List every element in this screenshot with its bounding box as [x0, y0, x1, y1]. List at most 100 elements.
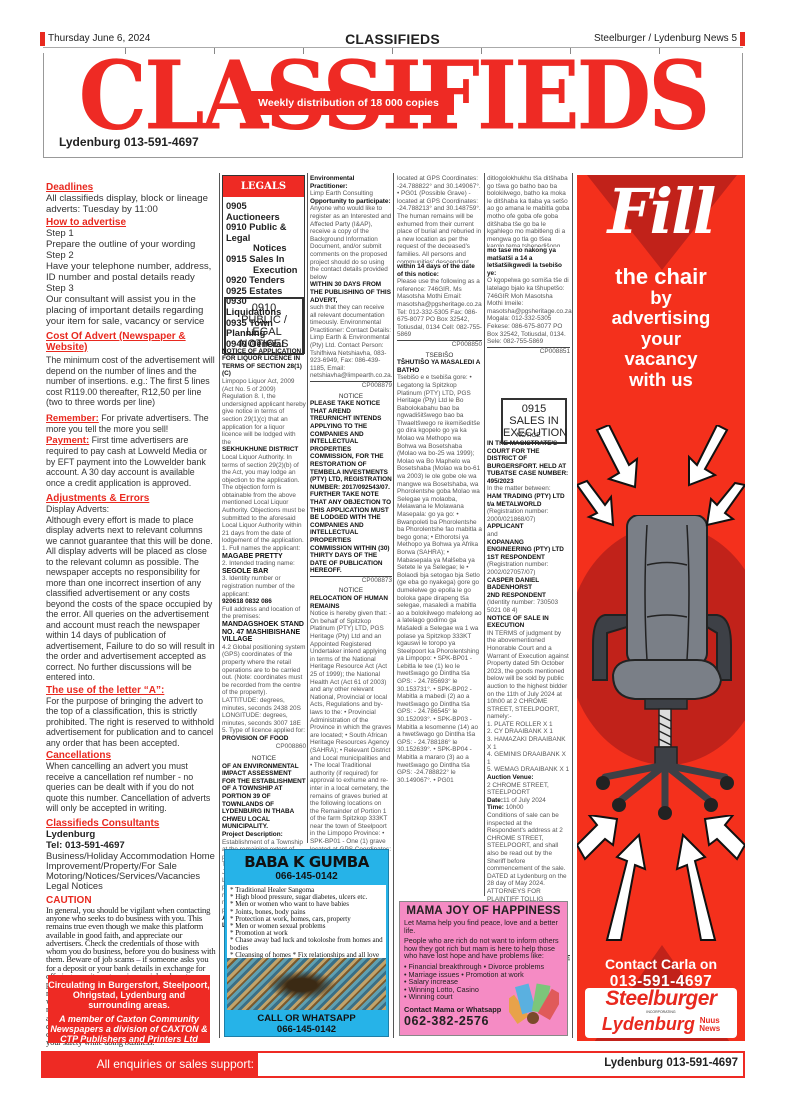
consultant-categories: Business/Holiday Accommodation Home Impr…	[46, 849, 215, 892]
step-2-label: Step 2	[46, 250, 74, 261]
call-to-action: CALL OR WHATSAPP	[257, 1013, 356, 1024]
slogan-line: your	[640, 327, 682, 349]
ad-contact: Contact Carla on 013-591-4697	[577, 955, 745, 991]
party-name: CASPER DANIEL BADENHORST	[487, 576, 540, 592]
field-label: 3. Identity number or registration numbe…	[222, 575, 295, 598]
notice-body: In the matter between:	[487, 485, 551, 493]
notice-body: Conditions of sale can be inspected at t…	[487, 812, 566, 873]
contact-label: Contact Carla on	[604, 956, 717, 972]
service-item: * Men or women who want to have babies	[230, 900, 349, 909]
step-1-text: Prepare the outline of your wording	[46, 239, 196, 250]
section-0910-box: 0910 PUBLIC / LEGAL NOTICES	[224, 297, 304, 355]
contact-label: Contact Mama or Whatsapp	[404, 1004, 502, 1014]
deadline-text: WITHIN 30 DAYS FROM THE PUBLISHING OF TH…	[310, 281, 391, 304]
field-label: Date:	[487, 796, 503, 804]
service-item: • Marriage issues • Promotion at work	[404, 969, 524, 979]
notice-heading: NOTICE	[251, 340, 277, 347]
service-item: * Promotion at work	[230, 929, 288, 938]
party-name: KOPANANG ENGINEERING (PTY) LTD	[487, 538, 564, 554]
remember-text: Remember: For private advertisers. The m…	[46, 413, 216, 435]
legals-title: LEGALS	[223, 176, 304, 197]
notice-title: NOTICE OF APPLICATION FOR LIQUOR LICENCE…	[222, 347, 302, 378]
goods-item: 1. PLATE ROLLER X 1	[487, 720, 553, 728]
notice-body: IN TERMS of judgment by the abovemention…	[487, 629, 569, 721]
member-text: A member of Caxton Community Newspapers …	[50, 1014, 208, 1044]
section-code: 0915	[521, 403, 547, 415]
legals-item[interactable]: 0940 General	[226, 338, 284, 349]
steelburger-logo: Steelburger INCORPORATING Lydenburg Nuus…	[585, 988, 737, 1038]
letter-a-text: For the purpose of bringing the advert t…	[46, 695, 215, 748]
applicant-name: MAGABE PRETTY	[222, 552, 283, 560]
notice-body: Local Liquor Authority. In terms of sect…	[222, 453, 305, 545]
column-divider	[219, 173, 220, 1038]
circulation-text: Circulating in Burgersfort, Steelpoort, …	[48, 980, 210, 1010]
caution-heading: CAUTION	[46, 894, 92, 906]
notice-body: Notice is hereby given that: - On behalf…	[310, 610, 392, 882]
service-item: * Joints, bones, body pains	[230, 907, 306, 916]
mama-joy-ad: MAMA JOY OF HAPPINESS Let Mama help you …	[399, 901, 568, 1036]
notice-body: Limpopo Liquor Act, 2009 (Act No. 5 of 2…	[222, 377, 306, 446]
header-accent-left	[40, 32, 45, 46]
notice-column: ditlogolokhukhu tša ditšhaba go tšwa go …	[487, 175, 572, 967]
section-code: 0910	[251, 302, 277, 314]
legals-item[interactable]: 0930 Liquidations	[226, 296, 282, 317]
field-label: Time:	[487, 804, 504, 812]
notice-heading: NOTICE	[251, 755, 277, 763]
notice-title: RELOCATION OF HUMAN REMAINS	[310, 595, 388, 610]
baba-k-gumba-ad: BABA K GUMBA 066-145-0142 * Traditional …	[224, 849, 389, 1037]
cta-phone: 066-145-0142	[276, 1024, 337, 1035]
field-label: 5. Type of licence applied for:	[222, 727, 306, 735]
deadline-text: mo tase mo nakong ya matšatši a 14 a let…	[487, 247, 562, 277]
legals-item[interactable]: 0935 Town Planning	[226, 317, 273, 339]
notice-body-continued: ditlogolokhukhu tša ditšhaba go tšwa go …	[487, 175, 570, 247]
slogan-line: advertising	[611, 307, 711, 328]
page-header: Thursday June 6, 2024 CLASSIFIEDS Steelb…	[40, 31, 745, 47]
header-accent-right	[740, 32, 745, 46]
premises-address: MANDAGSHOEK STAND NO. 47 MASHIBISHANE VI…	[222, 620, 304, 644]
how-to-advertise-heading: How to advertise	[46, 217, 127, 228]
notice-ref: CP008873	[310, 575, 392, 585]
field-label: Full address and location of the premise…	[222, 605, 301, 621]
logo-lydenburg: Lydenburg	[601, 1014, 695, 1034]
notice-title: OF AN ENVIRONMENTAL IMPACT ASSESSMENT FO…	[222, 762, 306, 831]
ad-slogan: the chair by advertising your vacancy wi…	[577, 266, 745, 390]
step-2-text: Have your telephone number, address, ID …	[46, 261, 212, 283]
notice-body: 4.2 Global positioning system (GPS) coor…	[222, 643, 306, 697]
contact-details: O kgopelwa go somiša tše di latelago bja…	[487, 277, 572, 346]
party-role: 1ST RESPONDENT	[487, 553, 545, 561]
ad-phone: 066-145-0142	[275, 871, 338, 882]
service-item: • Winning Lotto, Casino	[404, 984, 479, 994]
legals-item[interactable]: 0905 Auctioneers	[226, 201, 280, 222]
service-item: * Protection at work, homes, cars, prope…	[230, 914, 351, 923]
cost-heading: Cost Of Advert (Newspaper & Website)	[46, 331, 186, 353]
distribution-badge: Weekly distribution of 18 000 copies	[243, 91, 454, 115]
notice-title: IN THE MAGISTRATE'S COURT FOR THE DISTRI…	[487, 439, 569, 485]
legals-item[interactable]: 0920 Tenders	[226, 275, 285, 286]
logo-nuus: Nuus	[699, 1016, 720, 1025]
remember-heading: Remember:	[46, 412, 99, 424]
ad-text: People who are rich do not want to infor…	[404, 936, 559, 961]
issue-date: Thursday June 6, 2024	[48, 33, 151, 44]
contact-phone: 013-591-4697	[609, 973, 713, 990]
column-divider	[484, 173, 485, 896]
service-item: • Financial breakthrough • Divorce probl…	[404, 961, 545, 971]
slogan-line: with us	[629, 368, 693, 390]
notice-body-continued: located at GPS Coordinates: -24.788822° …	[397, 175, 482, 263]
party-id: (Identity number: 730503 5021 08 4)	[487, 599, 559, 614]
footer-bar: All enquiries or sales support: Lydenbur…	[41, 1051, 745, 1078]
notice-district: SEKHUKHUNE DISTRICT	[222, 446, 299, 454]
legals-item[interactable]: 0925 Estates	[226, 285, 283, 296]
service-item: * Men or women sexual problems	[230, 922, 326, 931]
party-role: APPLICANT	[487, 523, 524, 531]
goods-item: 4. GEMINIS DRAAIBANK X 1	[487, 751, 566, 766]
notice-ref: CP008850	[397, 339, 482, 349]
goods-item: 2. CY DRAAIBANK X 1	[487, 728, 553, 736]
section-label: NOTICES	[239, 338, 289, 350]
field-label: 1. Full names the applicant:	[222, 545, 301, 553]
ad-script-title: Fill	[607, 175, 717, 248]
cost-text: The minimum cost of the advertisement wi…	[46, 355, 215, 407]
step-1-label: Step 1	[46, 228, 74, 239]
